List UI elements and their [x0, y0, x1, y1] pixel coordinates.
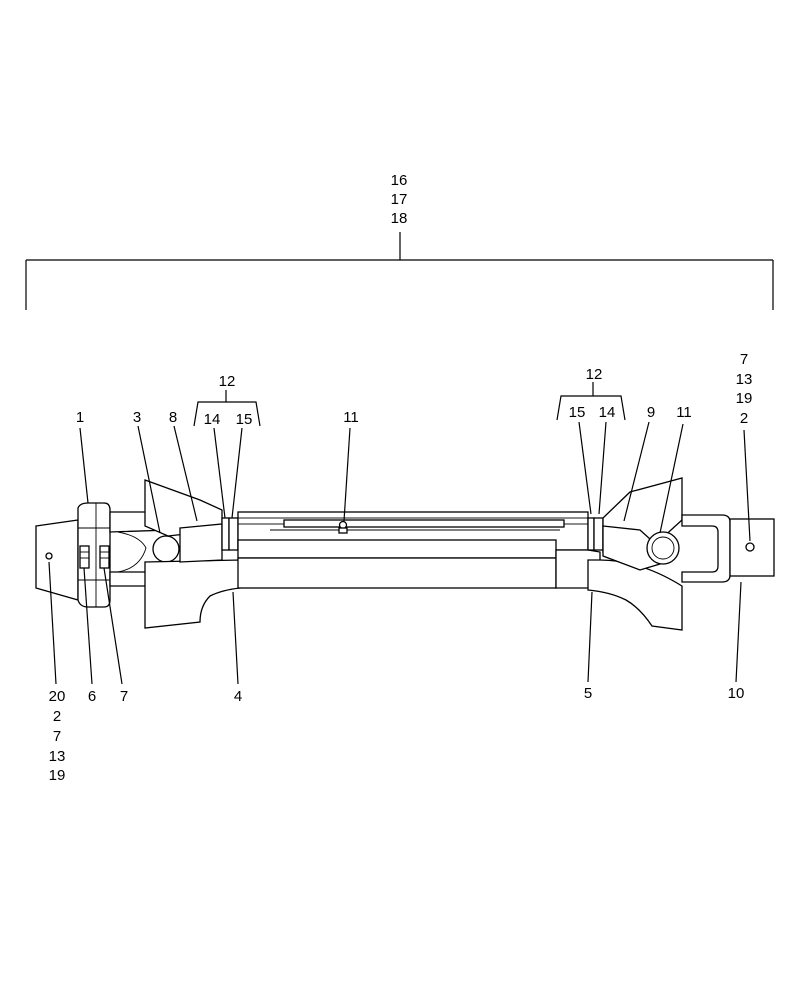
label-2-right: 2 — [740, 410, 748, 427]
label-6: 6 — [88, 688, 96, 705]
label-2-left: 2 — [53, 708, 61, 725]
label-7: 7 — [120, 688, 128, 705]
guard-tube-end-4 — [144, 559, 241, 629]
bearing-cap-6 — [79, 545, 90, 569]
label-12-left: 12 — [219, 373, 236, 390]
label-11-mid: 11 — [343, 409, 359, 426]
label-11-right: 11 — [676, 404, 692, 421]
label-13-left: 13 — [49, 748, 66, 765]
left-adapter — [35, 519, 79, 601]
bearing-cap-7 — [99, 545, 110, 569]
label-14-left: 14 — [204, 411, 221, 428]
label-18: 18 — [391, 210, 408, 227]
label-5: 5 — [584, 685, 592, 702]
label-9: 9 — [647, 404, 655, 421]
label-7-right: 7 — [740, 351, 748, 368]
bracket-12-right — [556, 382, 626, 421]
label-16: 16 — [391, 172, 408, 189]
label-15-left: 15 — [236, 411, 253, 428]
label-20: 20 — [49, 688, 66, 705]
label-13-right: 13 — [736, 371, 753, 388]
label-7-left-stack: 7 — [53, 728, 61, 745]
outer-tube — [237, 557, 557, 589]
right-yoke — [681, 514, 731, 583]
label-10: 10 — [728, 685, 745, 702]
label-15-right: 15 — [569, 404, 586, 421]
label-19-left: 19 — [49, 767, 66, 784]
guard-tube-end-5 — [587, 559, 683, 631]
label-1: 1 — [76, 409, 84, 426]
label-8: 8 — [169, 409, 177, 426]
collar-1 — [77, 502, 111, 608]
label-14-right: 14 — [599, 404, 616, 421]
bracket-12-left — [193, 390, 261, 427]
label-17: 17 — [391, 191, 408, 208]
label-19-right: 19 — [736, 390, 753, 407]
label-4: 4 — [234, 688, 242, 705]
label-12-right: 12 — [586, 366, 603, 383]
callout-labels: 16 17 18 12 14 15 12 15 14 1 3 8 11 9 11… — [49, 172, 753, 784]
cross-journal-3 — [152, 535, 180, 563]
label-3: 3 — [133, 409, 141, 426]
assembly-bracket-top — [25, 232, 774, 310]
driveshaft-drawing — [35, 477, 775, 631]
leader-lines — [48, 421, 751, 685]
